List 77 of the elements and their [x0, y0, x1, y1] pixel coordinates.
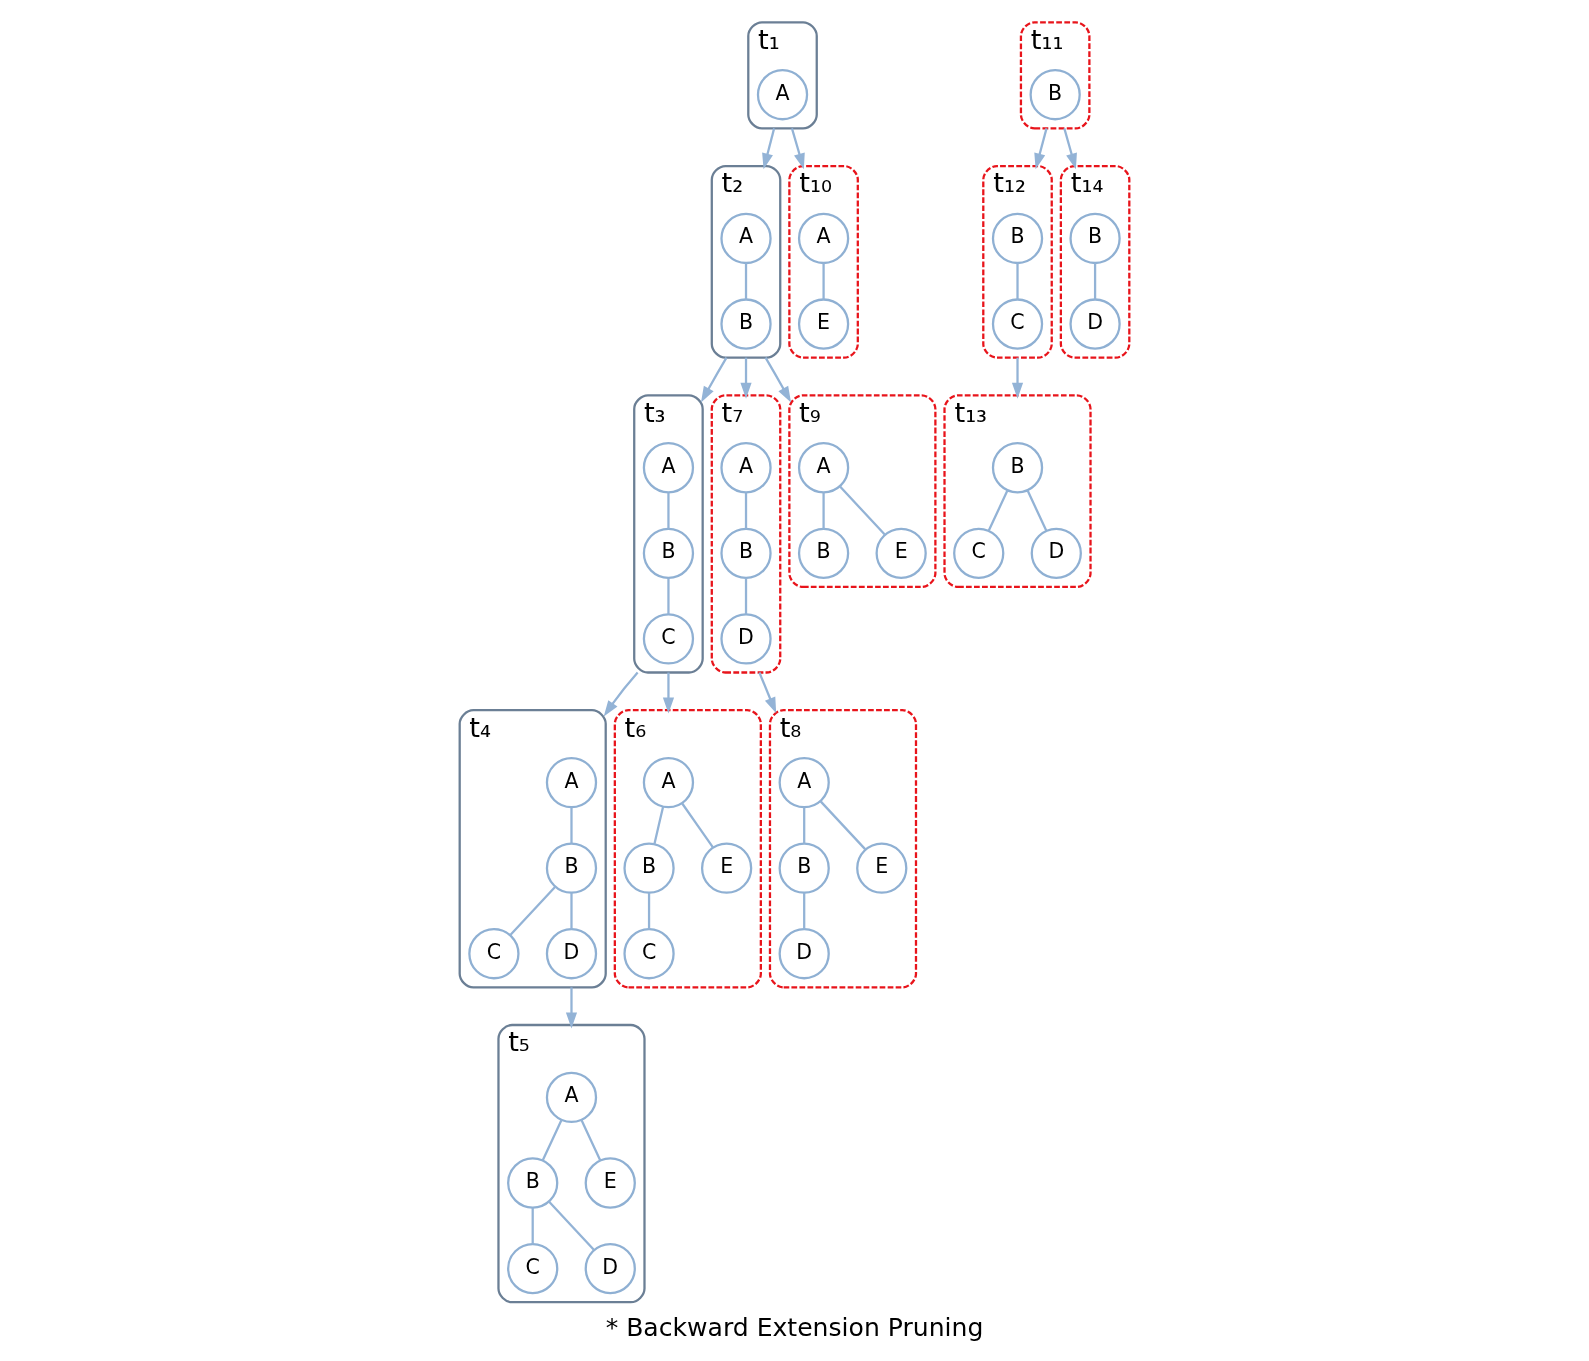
node-circle: D	[584, 1242, 636, 1295]
connector	[822, 492, 825, 529]
node-circle: C	[623, 928, 675, 980]
connector	[570, 807, 573, 844]
connector	[1016, 263, 1019, 300]
connector	[803, 807, 806, 844]
arrow	[662, 672, 675, 714]
connector	[822, 263, 825, 300]
arrow	[790, 128, 805, 170]
node-circle: E	[856, 842, 908, 894]
node-circle: E	[875, 527, 927, 579]
arrow	[740, 357, 752, 399]
arrow	[603, 671, 639, 717]
node-circle: D	[778, 928, 830, 980]
node-circle: A	[756, 69, 809, 121]
connector	[1093, 263, 1097, 300]
arrow	[1063, 128, 1077, 170]
node-circle: D	[545, 928, 598, 980]
connector	[531, 1207, 534, 1244]
node-circle: B	[991, 212, 1044, 265]
connector	[667, 492, 670, 529]
node-circle: C	[468, 928, 520, 980]
node-circle: B	[991, 442, 1044, 494]
node-circle: A	[642, 442, 695, 494]
node-circle: A	[642, 756, 695, 809]
connector	[744, 492, 748, 529]
node-circle: A	[545, 1071, 598, 1124]
node-circle: C	[507, 1242, 559, 1295]
node-circle: B	[720, 298, 772, 350]
node-circle: D	[1069, 298, 1121, 350]
node-circle: B	[545, 842, 598, 894]
node-circle: D	[720, 613, 772, 665]
node-circle: A	[720, 212, 772, 265]
node-circle: A	[720, 442, 772, 494]
node-circle: B	[797, 527, 850, 579]
connector	[570, 892, 573, 930]
connector	[803, 892, 806, 930]
node-circle: B	[507, 1157, 559, 1209]
connector	[839, 485, 886, 536]
connector	[744, 263, 748, 300]
connector	[509, 886, 556, 936]
node-circle: C	[991, 298, 1044, 350]
connector	[580, 1119, 602, 1161]
node-circle: B	[1069, 212, 1121, 265]
arrow	[758, 672, 777, 714]
caption: * Backward Extension Pruning	[605, 1312, 984, 1342]
connector	[653, 806, 665, 845]
connector	[647, 892, 651, 930]
node-circle: B	[778, 842, 830, 894]
arrow	[764, 357, 792, 403]
connector	[548, 1201, 595, 1251]
node-circle: B	[642, 527, 695, 579]
connector	[1026, 489, 1048, 532]
arrow	[565, 987, 578, 1029]
node-circle: B	[720, 527, 772, 579]
connector	[819, 800, 867, 851]
connector	[681, 802, 714, 849]
node-circle: A	[545, 756, 598, 809]
connector	[667, 578, 670, 615]
arrow	[1011, 357, 1024, 399]
arrow	[1034, 128, 1048, 170]
node-circle: A	[797, 442, 850, 494]
connector	[744, 578, 748, 615]
node-circle: B	[623, 842, 675, 894]
connector	[987, 489, 1009, 532]
node-circle: B	[1029, 69, 1081, 121]
arrow	[701, 357, 728, 403]
node-circle: E	[584, 1157, 636, 1209]
connector	[541, 1119, 563, 1161]
node-circle: D	[1030, 527, 1082, 579]
node-circle: C	[953, 527, 1005, 579]
arrow	[762, 128, 776, 170]
node-circle: A	[778, 756, 830, 809]
node-circle: E	[797, 298, 850, 350]
node-circle: C	[642, 613, 695, 665]
node-circle: E	[700, 842, 753, 894]
node-circle: A	[797, 212, 850, 265]
